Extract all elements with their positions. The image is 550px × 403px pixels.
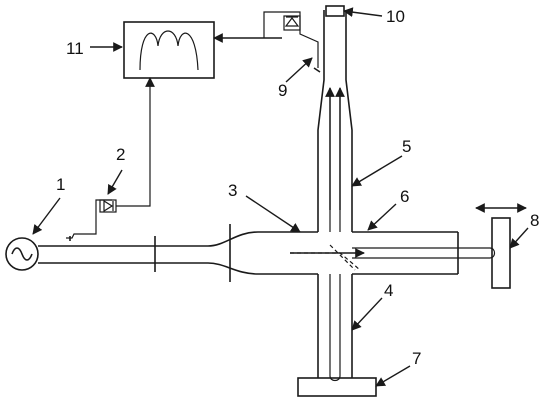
- label-6: 6: [400, 187, 409, 206]
- label-5: 5: [402, 137, 411, 156]
- label-9: 9: [278, 81, 287, 100]
- leader-lines: [32, 7, 529, 387]
- diode-detector-icon: [284, 16, 300, 27]
- label-8: 8: [530, 211, 539, 230]
- coupler-probe-2: [66, 80, 151, 241]
- label-2: 2: [116, 145, 125, 164]
- top-termination: [325, 5, 345, 17]
- label-7: 7: [412, 349, 421, 368]
- cross-junction: [290, 10, 496, 382]
- oscilloscope-icon: [139, 30, 199, 71]
- label-4: 4: [384, 281, 393, 300]
- label-3: 3: [228, 181, 237, 200]
- oscilloscope: [123, 21, 215, 87]
- label-10: 10: [386, 7, 405, 26]
- label-1: 1: [56, 175, 65, 194]
- hatched-short-icon: [297, 377, 377, 397]
- ac-source-icon: [11, 247, 33, 261]
- diode-detector-icon: [103, 199, 114, 213]
- label-11: 11: [66, 39, 84, 58]
- movable-plunger-icon: [475, 203, 527, 289]
- input-waveguide: [38, 224, 318, 282]
- coupler-probe-9: [263, 11, 321, 73]
- microwave-source: [5, 237, 39, 271]
